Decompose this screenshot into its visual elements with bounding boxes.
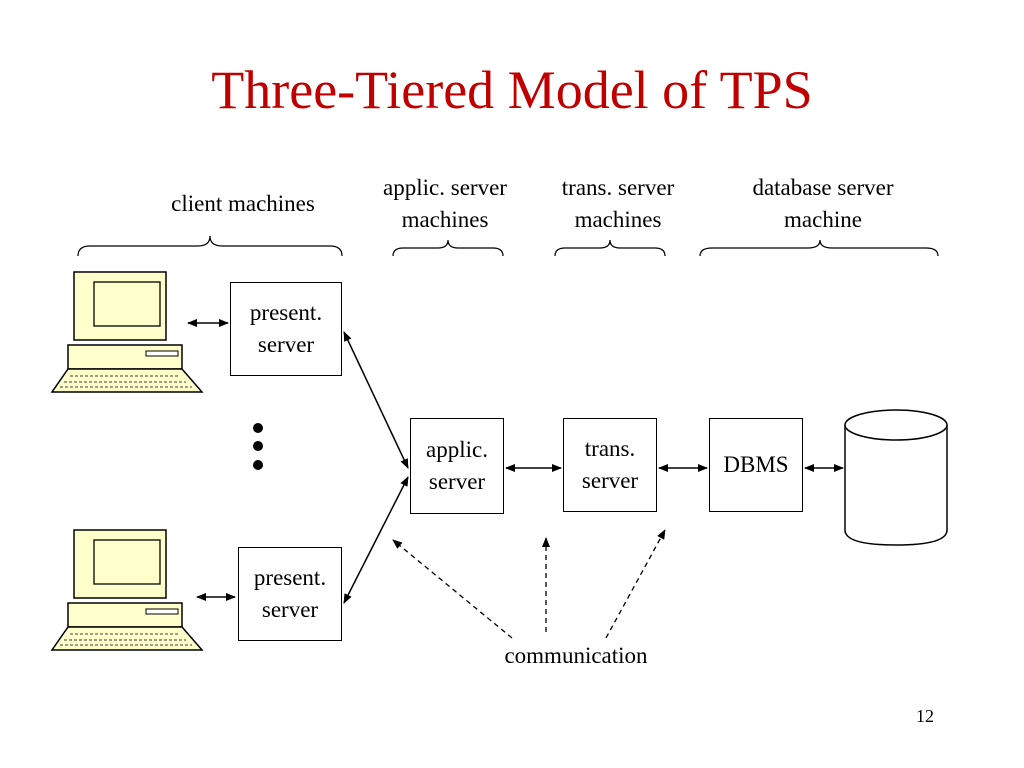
dbms-box: DBMS (709, 418, 803, 512)
brace-db-server (699, 239, 939, 257)
dashed-arrow-communication-right (605, 529, 666, 639)
brace-trans-server (554, 239, 666, 257)
label-db-server-machine: database server machine (752, 175, 894, 232)
label-app-server-machines: applic. server machines (383, 175, 507, 232)
applic-server-label: applic. server (426, 437, 488, 494)
page-number: 12 (916, 706, 934, 726)
trans-server-box: trans. server (563, 418, 657, 512)
label-trans-server-machines: trans. server machines (561, 175, 675, 232)
database-cylinder-icon (844, 409, 948, 546)
dbms-label: DBMS (723, 452, 789, 477)
present-server-label: present. server (249, 300, 323, 357)
communication-label: communication (504, 643, 648, 668)
present-server-box-bottom: present. server (238, 547, 342, 641)
desktop-computer-icon (50, 271, 204, 393)
applic-server-box: applic. server (410, 418, 504, 514)
brace-app-server (392, 239, 504, 257)
desktop-computer-icon (50, 529, 204, 651)
dashed-arrow-communication-left (392, 539, 513, 639)
present-server-label: present. server (253, 565, 327, 622)
ellipsis-dots (253, 423, 263, 470)
label-client-machines: client machines (171, 191, 315, 216)
present-server-box-top: present. server (230, 282, 342, 376)
trans-server-label: trans. server (581, 436, 639, 493)
arrow-present-bottom-to-applic (343, 476, 409, 604)
arrow-present-top-to-applic (343, 331, 409, 469)
brace-client (77, 235, 343, 257)
slide-title: Three-Tiered Model of TPS (211, 60, 813, 120)
